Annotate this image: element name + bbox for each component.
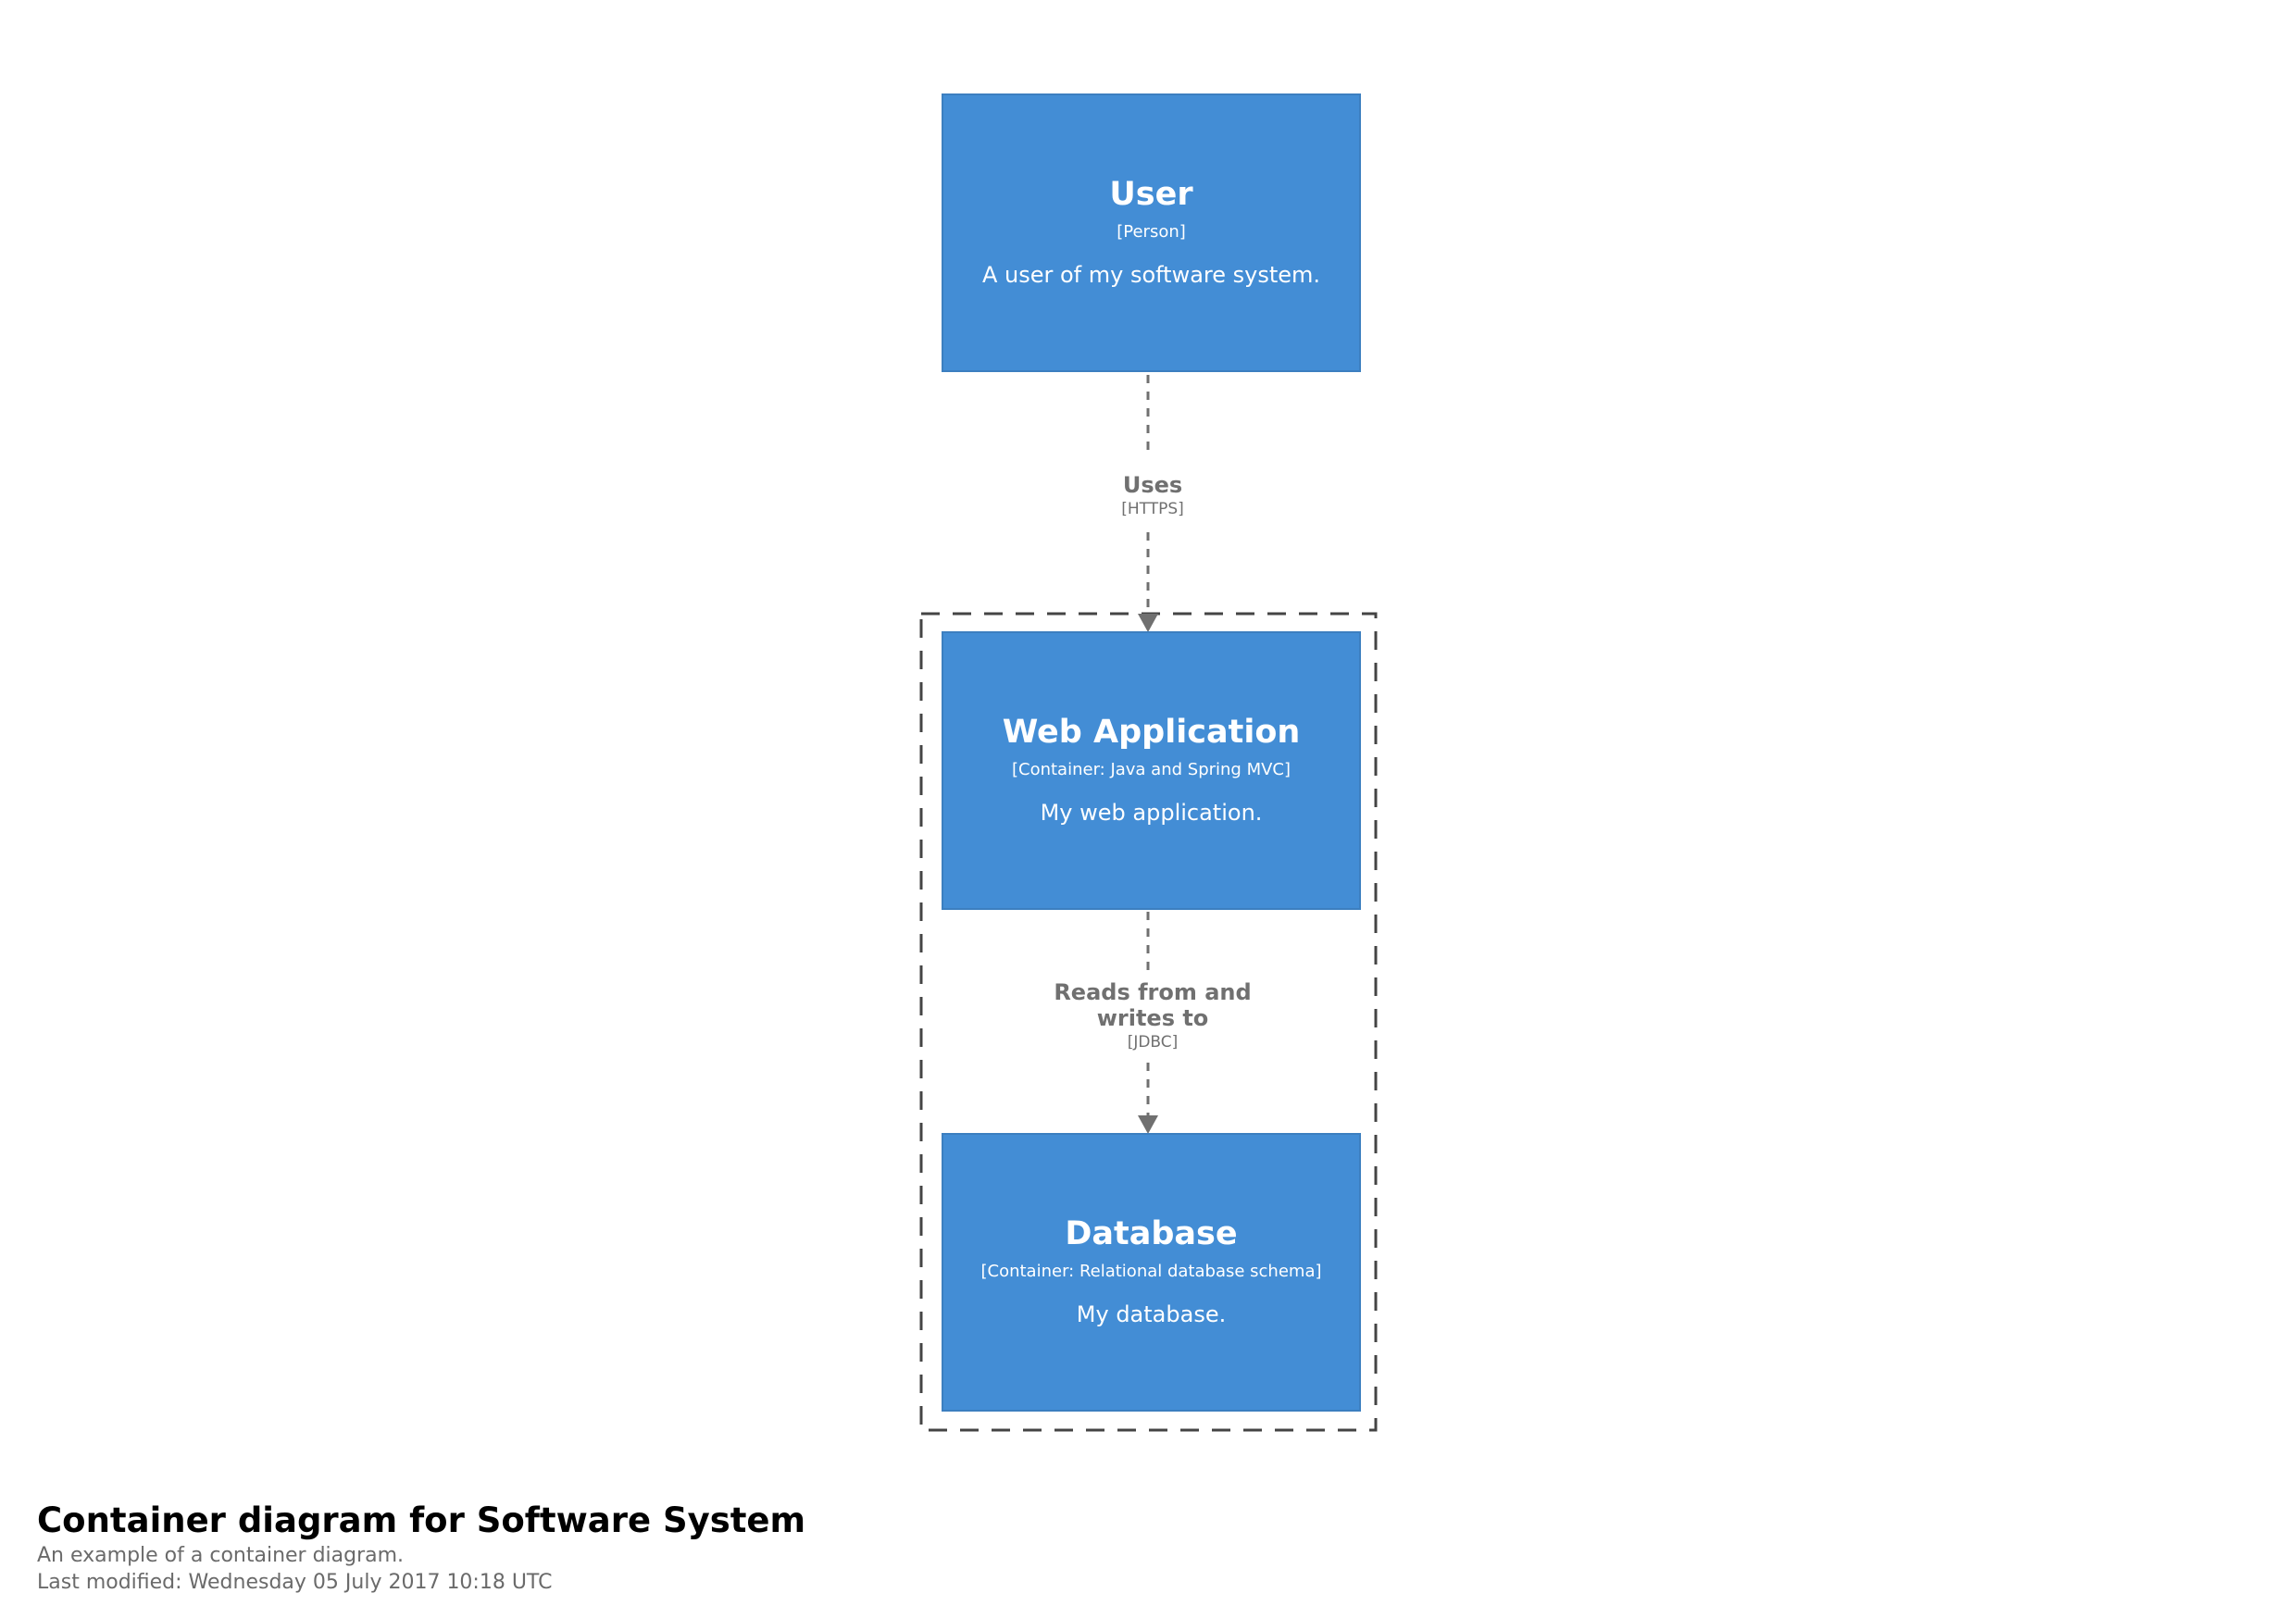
user-title: User [1109, 176, 1193, 213]
diagram-last-modified: Last modified: Wednesday 05 July 2017 10… [37, 1571, 553, 1594]
database-description: My database. [1076, 1301, 1227, 1327]
database-type: [Container: Relational database schema] [980, 1262, 1322, 1281]
uses-arrowhead [1138, 614, 1158, 632]
uses-relationship-label: Uses [HTTPS] [1009, 472, 1296, 520]
user-person-box[interactable]: User [Person] A user of my software syst… [942, 93, 1361, 372]
reads-writes-relationship-technology: [JDBC] [1127, 1033, 1179, 1052]
reads-writes-relationship-label: Reads from and writes to [JDBC] [1009, 979, 1296, 1053]
reads-writes-description-line-2: writes to [1096, 1005, 1209, 1031]
web-application-description: My web application. [1040, 800, 1263, 826]
user-type: [Person] [1117, 222, 1186, 242]
web-application-title: Web Application [1002, 714, 1301, 751]
uses-relationship-description: Uses [1122, 472, 1183, 498]
database-container-box[interactable]: Database [Container: Relational database… [942, 1133, 1361, 1412]
reads-writes-description-line-1: Reads from and [1054, 979, 1252, 1005]
web-application-type: [Container: Java and Spring MVC] [1011, 760, 1292, 779]
diagram-description: An example of a container diagram. [37, 1544, 405, 1567]
diagram-title: Container diagram for Software System [37, 1500, 806, 1540]
user-description: A user of my software system. [981, 262, 1321, 288]
database-title: Database [1065, 1215, 1238, 1252]
uses-relationship-technology: [HTTPS] [1121, 500, 1184, 518]
diagram-caption: Container diagram for Software System An… [37, 1500, 1333, 1596]
web-application-container-box[interactable]: Web Application [Container: Java and Spr… [942, 631, 1361, 910]
reads-writes-arrowhead [1138, 1115, 1158, 1134]
